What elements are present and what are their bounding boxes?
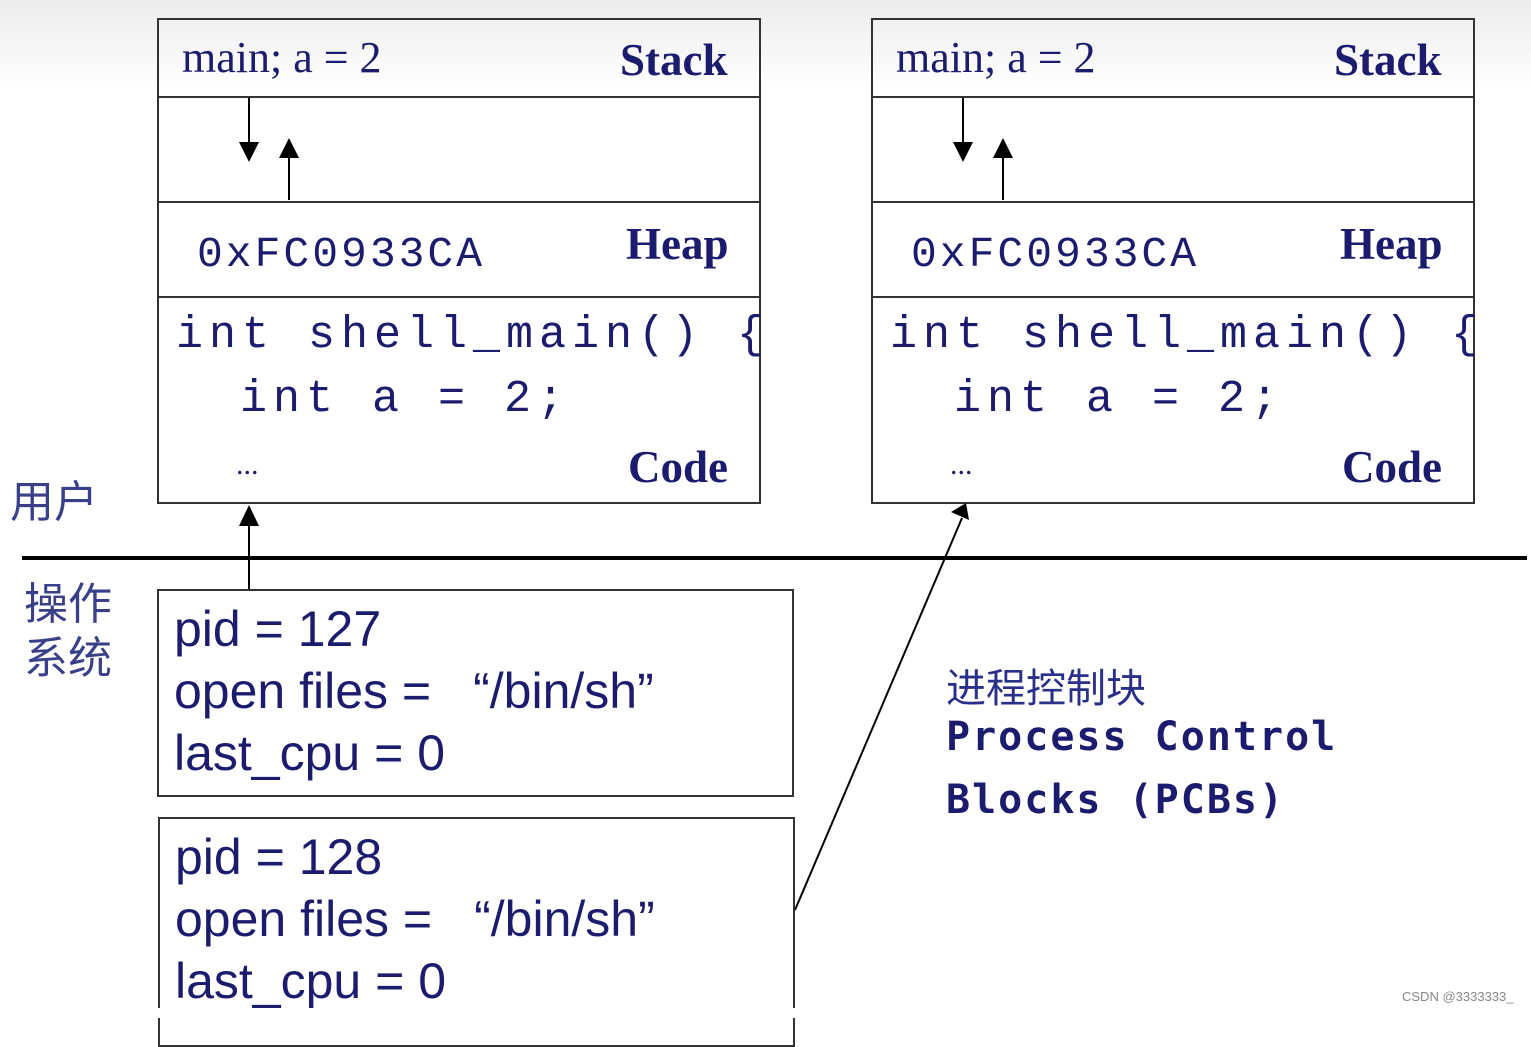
pcb-127-pointer-arrow [239, 505, 259, 589]
address-space-box [157, 18, 761, 504]
pcb-caption-chinese: 进程控制块 [946, 666, 1146, 712]
pcb-fields-127: pid = 127 open files = “/bin/sh” last_cpu… [174, 598, 654, 784]
background-shade [0, 0, 1531, 90]
code-ellipsis: ... [950, 448, 973, 481]
pcb-caption-english-2: Blocks (PCBs) [946, 777, 1286, 823]
pcb-fields-128: pid = 128 open files = “/bin/sh” last_cpu… [175, 826, 655, 1012]
pcb-open-files-value: “/bin/sh” [474, 891, 655, 947]
address-space-box [871, 18, 1475, 504]
segment-divider [157, 201, 761, 203]
os-space-label: 操作 系统 [24, 578, 112, 686]
code-line-1: int shell_main() { [176, 310, 771, 361]
segment-divider [157, 296, 761, 298]
heap-grows-up-arrow [279, 138, 299, 200]
stack-frame-text: main; a = 2 [896, 33, 1096, 82]
heap-grows-up-arrow [993, 138, 1013, 200]
segment-divider [871, 296, 1475, 298]
pcb-open-files: open files = “/bin/sh” [175, 888, 655, 950]
segment-divider [871, 201, 1475, 203]
heap-address: 0xFC0933CA [911, 230, 1200, 279]
stack-grows-down-arrow [953, 98, 973, 162]
stack-grows-down-arrow [239, 98, 259, 162]
os-label-line-1: 操作 [24, 579, 112, 630]
stack-label: Stack [1334, 35, 1442, 85]
watermark: CSDN @3333333_ [1402, 989, 1514, 1004]
code-line-2: int a = 2; [954, 374, 1285, 425]
os-label-line-2: 系统 [24, 633, 112, 684]
pcb-last-cpu: last_cpu = 0 [174, 725, 446, 781]
pcb-last-cpu: last_cpu = 0 [175, 953, 447, 1009]
code-ellipsis: ... [236, 448, 259, 481]
pcb-open-files-label: open files = [174, 663, 432, 719]
pcb-pid: pid = 127 [174, 601, 382, 657]
user-kernel-divider [22, 556, 1527, 560]
pcb-open-files-label: open files = [175, 891, 433, 947]
code-line-1: int shell_main() { [890, 310, 1485, 361]
pcb-pid: pid = 128 [175, 829, 383, 885]
stack-label: Stack [620, 35, 728, 85]
heap-address: 0xFC0933CA [197, 230, 486, 279]
stack-frame-text: main; a = 2 [182, 33, 382, 82]
code-label: Code [628, 442, 728, 492]
pcb-open-files: open files = “/bin/sh” [174, 660, 654, 722]
segment-divider [157, 96, 761, 98]
user-space-label: 用户 [10, 477, 98, 528]
heap-label: Heap [626, 219, 729, 269]
code-line-2: int a = 2; [240, 374, 571, 425]
segment-divider [871, 96, 1475, 98]
heap-label: Heap [1340, 219, 1443, 269]
pcb-open-files-value: “/bin/sh” [473, 663, 654, 719]
pcb-caption-english-1: Process Control [946, 714, 1338, 760]
pcb-128-pointer-arrow [794, 503, 969, 911]
diagram-arrows [239, 98, 1013, 911]
pcb-box-127 [157, 589, 794, 797]
code-label: Code [1342, 442, 1442, 492]
